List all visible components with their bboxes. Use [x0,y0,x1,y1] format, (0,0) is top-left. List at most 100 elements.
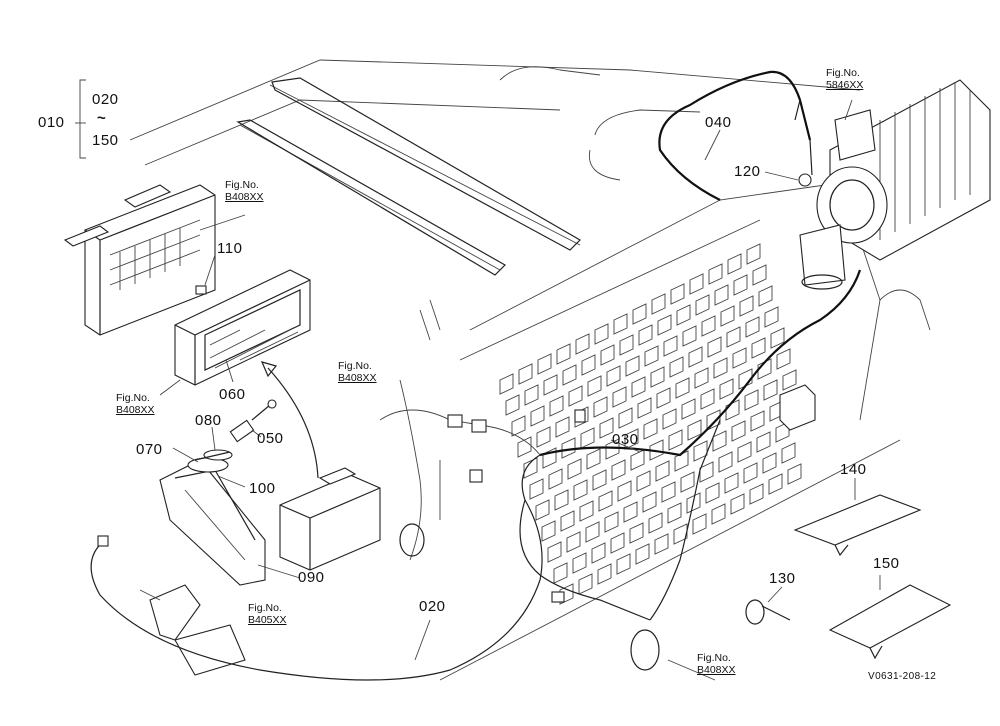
grille-cell [669,356,684,378]
grille-cell [743,462,758,484]
grille-cell [599,417,614,439]
grille-cell [724,472,739,494]
grille-cell [591,542,606,564]
grille-cell [686,492,701,514]
harness-030 [539,269,862,457]
grille-cell [548,468,563,490]
grille-cell [752,264,767,286]
figref-number: B408XX [338,372,377,384]
fuse-cover [174,269,311,386]
grille-cell [720,305,735,327]
grille-cell [701,315,716,337]
work-light [159,449,266,586]
grille-cell [629,522,644,544]
grille-cell [668,429,683,451]
grille-cell [616,553,631,575]
grille-cell [600,344,615,366]
grille-cell [688,346,703,368]
figref-caption: Fig.No. [697,652,731,664]
grille-cell [631,376,646,398]
figref-number: B408XX [225,191,264,203]
grille-cell [675,377,690,399]
grille-cell [598,490,613,512]
leader-lines [75,79,881,681]
figref-caption: Fig.No. [248,602,282,614]
grille-cell [541,520,556,542]
grille-cell [638,324,653,346]
grille-cell [585,521,600,543]
grille-cell [572,552,587,574]
grille-cell [586,448,601,470]
grille-cell [689,273,704,295]
mounting-bracket [139,584,246,676]
grille-cell [543,374,558,396]
grille-cell [763,379,778,401]
grille-cell [661,481,676,503]
grille-cell [597,563,612,585]
grille-cell [505,394,520,416]
range-label-bottom: 150 [92,132,119,149]
harness-040 [658,70,812,201]
grille-cell [618,407,633,429]
grille-cell [746,243,761,265]
part-label-070: 070 [136,441,163,458]
grille-cell [751,337,766,359]
grille-cell [613,313,628,335]
grille-cell [706,409,721,431]
hood-grille [499,243,803,605]
grille-cell [623,501,638,523]
grille-cell [651,293,666,315]
grille-cell [667,502,682,524]
grille-cell [636,470,651,492]
grille-cell [643,418,658,440]
grille-cell [764,306,779,328]
grille-cell [604,511,619,533]
grille-cell [524,384,539,406]
grille-cell [676,304,691,326]
grille-cell [635,543,650,565]
grille-cell [611,459,626,481]
grille-cell [657,314,672,336]
grille-cell [733,274,748,296]
grille-cell [781,442,796,464]
part-label-030: 030 [612,431,639,448]
grille-cell [726,326,741,348]
grille-cell [731,420,746,442]
grille-cell [705,482,720,504]
grille-cell [581,354,596,376]
range-separator: ~ [97,110,107,127]
grille-cell [782,369,797,391]
grille-cell [632,303,647,325]
grille-cell [593,396,608,418]
grille-cell [530,405,545,427]
grille-cell [776,348,791,370]
figref-caption: Fig.No. [338,360,372,372]
grille-cell [662,408,677,430]
grille-cell [693,440,708,462]
grille-cell [580,427,595,449]
grille-cell [555,416,570,438]
grille-cell [682,325,697,347]
grille-cell [711,503,726,525]
grille-cell [579,500,594,522]
grille-cell [718,451,733,473]
part-label-040: 040 [705,114,732,131]
grille-cell [732,347,747,369]
grille-cell [714,284,729,306]
grille-cell [537,353,552,375]
grille-cell [681,398,696,420]
grille-cell [612,386,627,408]
figref-bottom-left: Fig.No. B405XX [248,602,287,626]
grille-cell [745,316,760,338]
grille-cell [663,335,678,357]
figref-number: B408XX [116,404,155,416]
part-label-100: 100 [249,480,276,497]
grille-cell [625,355,640,377]
grille-cell [656,387,671,409]
grille-cell [556,343,571,365]
grille-cell [592,469,607,491]
relay-box [279,467,381,571]
grille-cell [737,441,752,463]
